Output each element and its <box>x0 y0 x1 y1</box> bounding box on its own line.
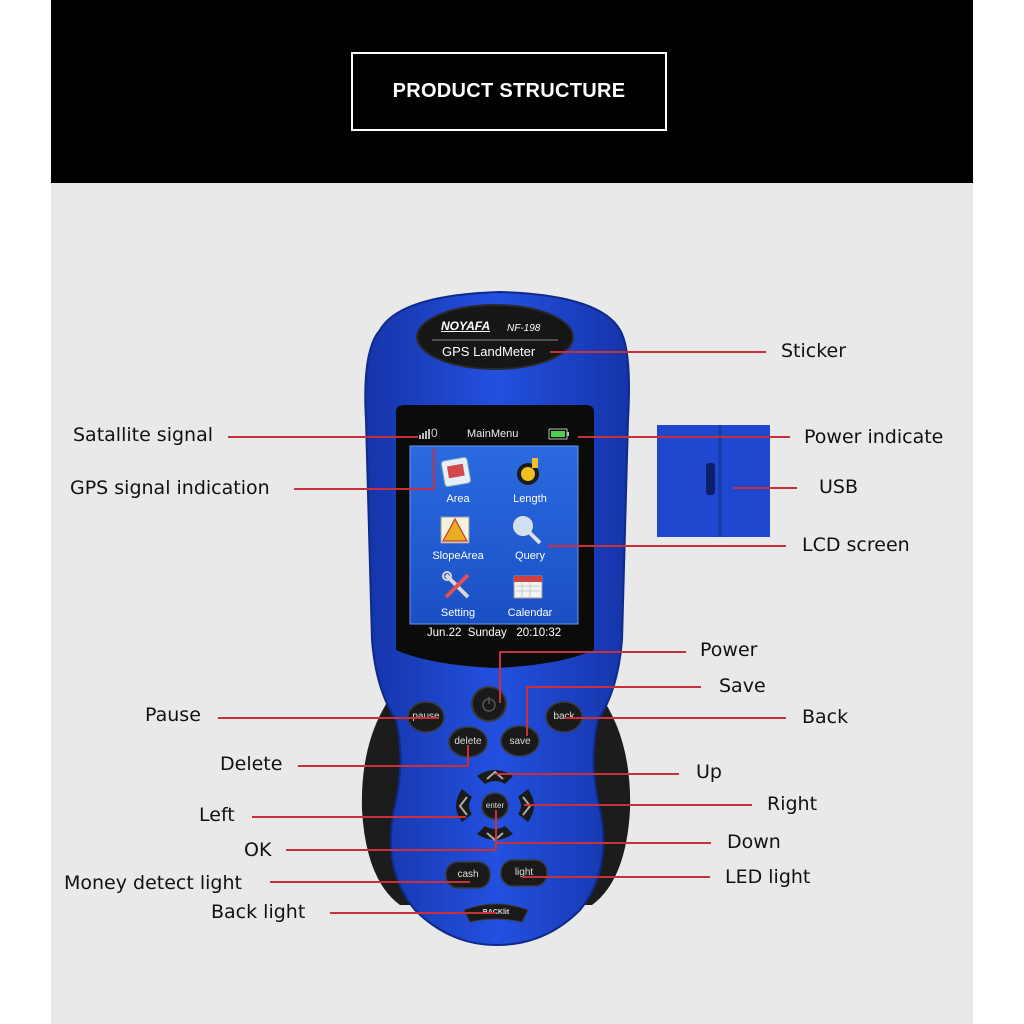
sticker <box>416 304 574 370</box>
label-lcd-screen: LCD screen <box>802 534 910 556</box>
label-sticker: Sticker <box>781 340 847 362</box>
label-right: Right <box>767 793 818 815</box>
callout-line-gps <box>294 488 434 490</box>
lcd-screen <box>410 446 578 624</box>
label-power-indicate: Power indicate <box>804 426 944 448</box>
label-satellite-signal: Satallite signal <box>73 424 214 446</box>
backlight-key <box>463 903 529 923</box>
callout-vline-ok <box>495 810 497 850</box>
callout-line-back-light <box>330 912 496 914</box>
right-key <box>518 789 534 822</box>
save-button[interactable]: save <box>509 736 531 747</box>
light-button[interactable]: light <box>514 867 534 878</box>
label-ok: OK <box>244 839 272 861</box>
signal-bars-icon <box>419 429 430 439</box>
menu-item-setting[interactable]: Setting <box>440 607 476 619</box>
callout-vline-power <box>499 651 501 703</box>
callout-vline-save <box>526 686 528 736</box>
query-icon <box>513 516 542 545</box>
product-name: GPS LandMeter <box>442 344 536 359</box>
label-back-light: Back light <box>211 901 306 923</box>
callout-line-pause <box>218 717 438 719</box>
callout-line-left <box>252 816 466 818</box>
screen-menu-title: MainMenu <box>467 428 519 440</box>
callout-line-back <box>564 717 786 719</box>
menu-item-query[interactable]: Query <box>515 550 545 562</box>
menu-item-slope-area[interactable]: SlopeArea <box>432 550 484 562</box>
cash-button[interactable]: cash <box>457 869 479 880</box>
label-money-detect-light: Money detect light <box>64 872 242 894</box>
calendar-icon <box>513 575 543 599</box>
callout-line-save <box>527 686 701 688</box>
label-gps-signal: GPS signal indication <box>70 477 270 499</box>
callout-line-up <box>495 773 679 775</box>
callout-line-power-indicate <box>578 436 790 438</box>
label-pause: Pause <box>145 704 201 726</box>
callout-line-usb <box>733 487 797 489</box>
page-title: PRODUCT STRUCTURE <box>351 52 667 131</box>
label-down: Down <box>727 831 781 853</box>
callout-vline-delete <box>467 745 469 766</box>
menu-item-area[interactable]: Area <box>446 493 470 505</box>
label-back: Back <box>802 706 849 728</box>
callout-line-ok <box>286 849 496 851</box>
delete-button[interactable]: delete <box>454 736 482 747</box>
menu-item-length[interactable]: Length <box>513 493 547 505</box>
callout-line-lcd <box>548 545 786 547</box>
callout-line-right <box>524 804 752 806</box>
menu-item-calendar[interactable]: Calendar <box>507 607 553 619</box>
header-bar <box>51 0 973 183</box>
setting-icon <box>442 571 470 599</box>
callout-line-led <box>522 876 710 878</box>
label-up: Up <box>696 761 722 783</box>
label-save: Save <box>719 675 766 697</box>
brand-logo: NOYAFA <box>441 319 491 333</box>
callout-line-satellite <box>228 436 418 438</box>
screen-status-line: Jun.22 Sunday 20:10:32 <box>426 627 562 639</box>
callout-line-delete <box>298 765 468 767</box>
length-icon <box>517 458 539 485</box>
label-led-light: LED light <box>725 866 811 888</box>
label-delete: Delete <box>220 753 283 775</box>
callout-line-money <box>270 881 470 883</box>
battery-icon <box>548 428 569 440</box>
callout-line-sticker <box>550 351 766 353</box>
pause-button[interactable]: pause <box>408 711 444 722</box>
label-left: Left <box>199 804 235 826</box>
label-usb: USB <box>819 476 859 498</box>
model-name: NF-198 <box>507 323 541 334</box>
label-power: Power <box>700 639 758 661</box>
area-icon <box>440 456 472 488</box>
signal-count: 0 <box>431 426 438 440</box>
slope-area-icon <box>440 516 470 544</box>
callout-line-down <box>497 842 711 844</box>
back-button[interactable]: back <box>546 711 582 722</box>
enter-button[interactable]: enter <box>485 801 505 810</box>
callout-line-power <box>500 651 686 653</box>
left-key <box>456 789 472 822</box>
callout-vline-gps <box>433 448 435 489</box>
